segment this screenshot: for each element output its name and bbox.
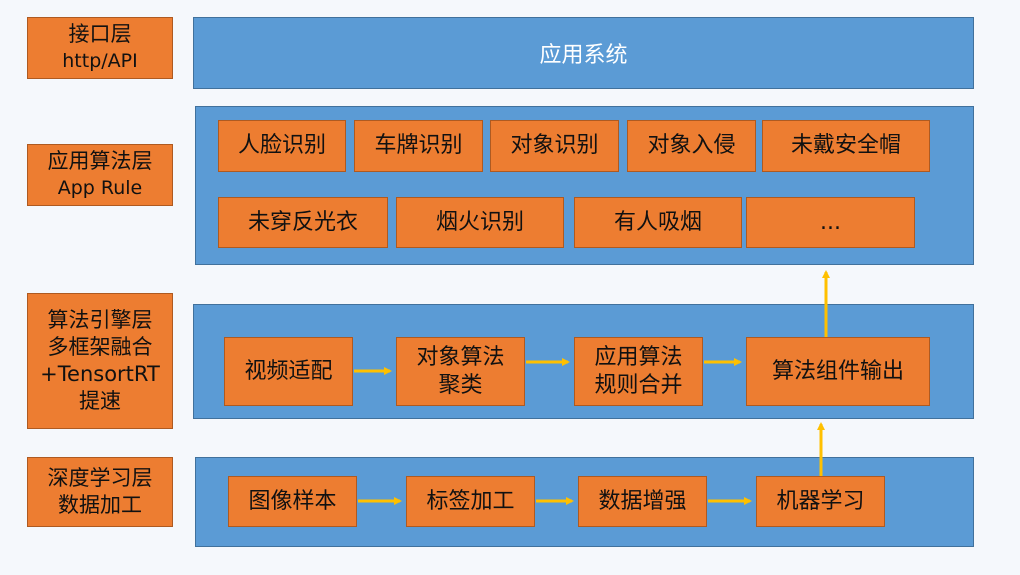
algo-item: 有人吸烟 [574,197,742,248]
layer-label-app-algorithm: 应用算法层 App Rule [27,144,173,206]
algo-item: 未穿反光衣 [218,197,388,248]
deep-step: 机器学习 [756,476,885,527]
layer-sub: +TensortRT [40,362,160,386]
step-line: 视频适配 [244,358,333,384]
engine-step: 对象算法 聚类 [396,337,525,406]
deep-step: 图像样本 [228,476,357,527]
engine-step: 应用算法 规则合并 [574,337,703,406]
step-line: 算法组件输出 [771,358,904,384]
algo-item: 车牌识别 [354,120,483,172]
layer-name: 接口层 [68,22,132,46]
engine-step: 视频适配 [224,337,353,406]
algo-item: 对象入侵 [627,120,756,172]
layer-name: 应用算法层 [47,149,153,173]
step-line: 规则合并 [594,372,683,398]
layer-sub: http/API [62,50,138,72]
deep-step: 数据增强 [578,476,707,527]
algo-item: 烟火识别 [396,197,564,248]
engine-step: 算法组件输出 [746,337,930,406]
layer-label-interface: 接口层 http/API [27,17,173,79]
layer-name: 算法引擎层 [47,308,153,332]
layer-label-deep-learning: 深度学习层 数据加工 [27,457,173,527]
app-system-title: 应用系统 [539,43,628,68]
panel-interface: 应用系统 [193,17,974,89]
deep-step: 标签加工 [406,476,535,527]
layer-label-engine: 算法引擎层 多框架融合 +TensortRT 提速 [27,293,173,429]
layer-name: 深度学习层 [47,466,153,490]
algo-item: 对象识别 [490,120,619,172]
layer-sub: 数据加工 [58,493,142,517]
step-line: 聚类 [438,372,483,398]
layer-sub: 多框架融合 [47,335,153,359]
layer-sub: 提速 [79,389,121,413]
step-line: 应用算法 [594,344,683,370]
algo-item: 未戴安全帽 [762,120,930,172]
algo-item-more: ... [746,197,915,248]
algo-item: 人脸识别 [218,120,346,172]
layer-sub: App Rule [57,177,143,199]
step-line: 对象算法 [416,344,505,370]
